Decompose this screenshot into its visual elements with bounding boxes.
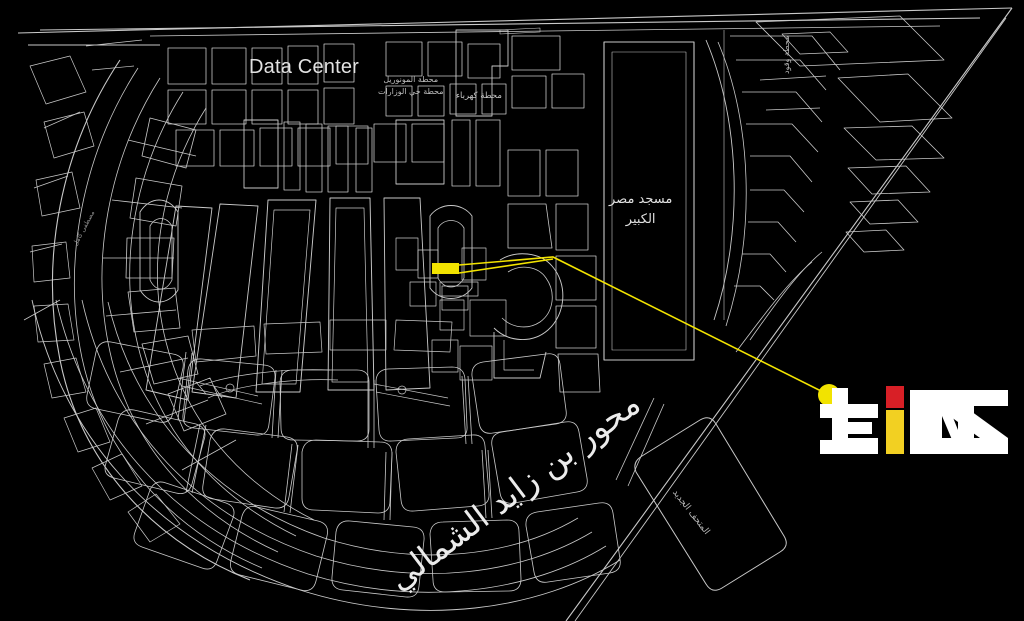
callout-connector <box>432 256 840 406</box>
logo-letter-E <box>820 388 878 454</box>
logo-i-stem <box>886 410 904 454</box>
logo-i-dot <box>886 386 904 408</box>
highlight-block <box>432 263 459 274</box>
logo-letter-i <box>886 386 904 454</box>
map-linework <box>17 7 1013 621</box>
logo-letter-S <box>936 390 1008 454</box>
eins-logo <box>820 386 1008 454</box>
